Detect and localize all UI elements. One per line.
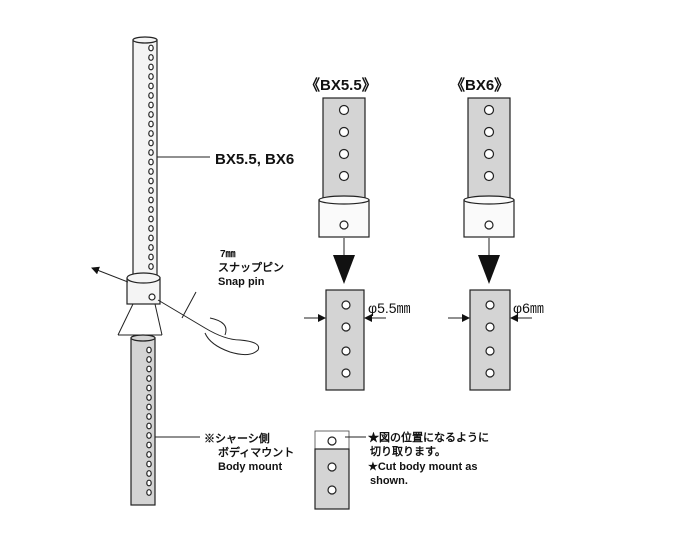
post-hole xyxy=(146,441,152,449)
post-hole xyxy=(146,394,152,401)
post-hole xyxy=(146,470,152,477)
post-hole xyxy=(148,215,154,223)
post-hole xyxy=(148,253,154,261)
post-hole xyxy=(148,244,154,251)
post-hole xyxy=(148,111,154,118)
post-hole xyxy=(148,177,154,185)
post-hole xyxy=(148,225,154,232)
cut-note-jp1: ★図の位置になるように xyxy=(368,430,489,444)
snap-pin-leader xyxy=(181,291,197,319)
post-hole xyxy=(146,403,152,411)
cut-detail: ★図の位置になるように 切り取ります。 ★Cut body mount as s… xyxy=(314,430,489,510)
post-hole xyxy=(148,139,154,147)
post-hole xyxy=(146,365,152,373)
body-mount-jp1: ※シャーシ側 xyxy=(204,431,270,445)
post-label: BX5.5, BX6 xyxy=(215,151,294,168)
bx6-detail: 《BX6》 φ6㎜ xyxy=(448,76,544,391)
bx55-diameter: φ5.5㎜ xyxy=(368,300,411,316)
lower-body-mount xyxy=(130,334,156,506)
post-hole xyxy=(146,413,152,420)
post-hole xyxy=(148,44,154,52)
post-hole xyxy=(148,101,154,109)
snap-pin-size: 7㎜ xyxy=(220,249,236,260)
snap-pin-en: Snap pin xyxy=(218,276,265,288)
post-hole xyxy=(146,422,152,430)
post-hole xyxy=(146,479,152,487)
cut-note-en1: ★Cut body mount as xyxy=(368,461,477,473)
post-hole xyxy=(148,168,154,175)
post-hole xyxy=(146,375,152,382)
post-hole xyxy=(146,489,152,496)
removal-arrow xyxy=(91,266,129,283)
bx6-diameter: φ6㎜ xyxy=(513,300,544,316)
body-mount-jp2: ボディマウント xyxy=(218,445,294,459)
post-hole xyxy=(148,206,154,213)
post-hole xyxy=(146,460,152,468)
bx6-title: 《BX6》 xyxy=(450,76,509,94)
arrow-down-icon xyxy=(478,255,500,284)
post-hole xyxy=(146,384,152,392)
post-hole xyxy=(148,149,154,156)
cut-note-jp2: 切り取ります。 xyxy=(370,445,446,458)
arrow-down-icon xyxy=(333,255,355,284)
snap-pin xyxy=(157,299,260,356)
post-hole xyxy=(148,63,154,71)
post-hole xyxy=(148,158,154,166)
upper-body-post xyxy=(132,36,158,286)
body-mount-en: Body mount xyxy=(218,461,282,473)
post-hole xyxy=(148,130,154,137)
bx55-title: 《BX5.5》 xyxy=(305,76,377,94)
post-hole xyxy=(146,451,152,458)
post-hole xyxy=(148,187,154,194)
post-hole xyxy=(148,234,154,242)
post-hole xyxy=(148,73,154,80)
cut-note-en2: shown. xyxy=(370,475,408,487)
bx55-detail: 《BX5.5》 φ5.5㎜ xyxy=(304,76,411,391)
post-hole xyxy=(148,82,154,90)
post-hole xyxy=(148,120,154,128)
post-hole xyxy=(148,92,154,99)
post-hole xyxy=(146,356,152,363)
collar xyxy=(117,272,163,336)
post-hole xyxy=(148,263,154,270)
post-hole xyxy=(148,54,154,61)
post-hole xyxy=(146,432,152,439)
post-hole xyxy=(148,196,154,204)
snap-pin-jp: スナップピン xyxy=(218,260,284,274)
post-hole xyxy=(146,346,152,354)
